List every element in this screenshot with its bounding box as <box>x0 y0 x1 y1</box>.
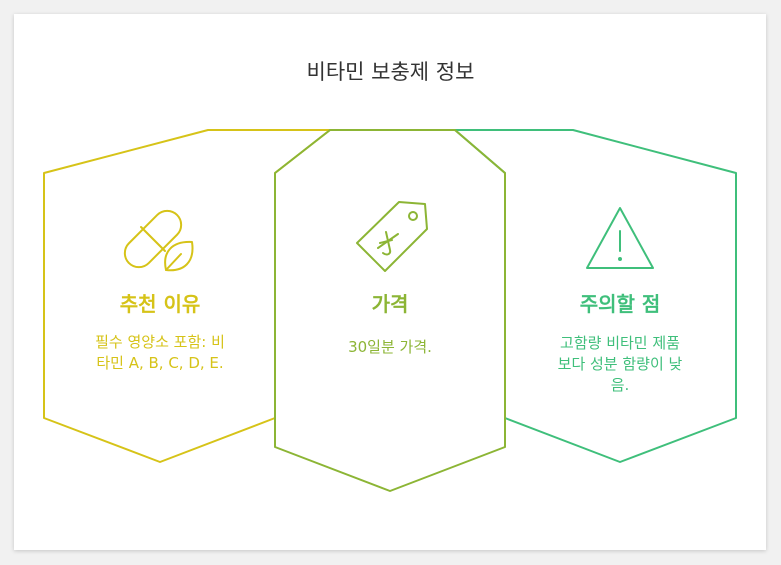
column-1-desc-line: 타민 A, B, C, D, E. <box>96 354 224 372</box>
warning-triangle-icon <box>586 207 654 269</box>
column-3-shape <box>454 129 737 463</box>
column-3-title: 주의할 점 <box>579 292 661 316</box>
price-tag-icon <box>356 201 428 272</box>
column-3-desc-line: 고함량 비타민 제품 <box>560 334 680 352</box>
column-1-title: 추천 이유 <box>119 292 201 316</box>
column-3-desc-line: 보다 성분 함량이 낮 <box>557 355 683 373</box>
column-1-desc-line: 필수 영양소 포함: 비 <box>95 333 225 351</box>
diagram-title: 비타민 보충제 정보 <box>306 60 475 84</box>
column-3-desc-line: 음. <box>610 376 630 394</box>
diagram-card <box>14 14 766 550</box>
column-3-description: 고함량 비타민 제품 보다 성분 함량이 낮 음. <box>520 333 720 396</box>
column-2-description: 30일분 가격. <box>290 337 490 358</box>
column-2-desc-line: 30일분 가격. <box>348 338 432 356</box>
column-2-title: 가격 <box>371 292 409 316</box>
column-2-shape <box>274 129 506 492</box>
column-1-description: 필수 영양소 포함: 비 타민 A, B, C, D, E. <box>60 332 260 374</box>
pill-leaf-icon <box>123 209 194 272</box>
